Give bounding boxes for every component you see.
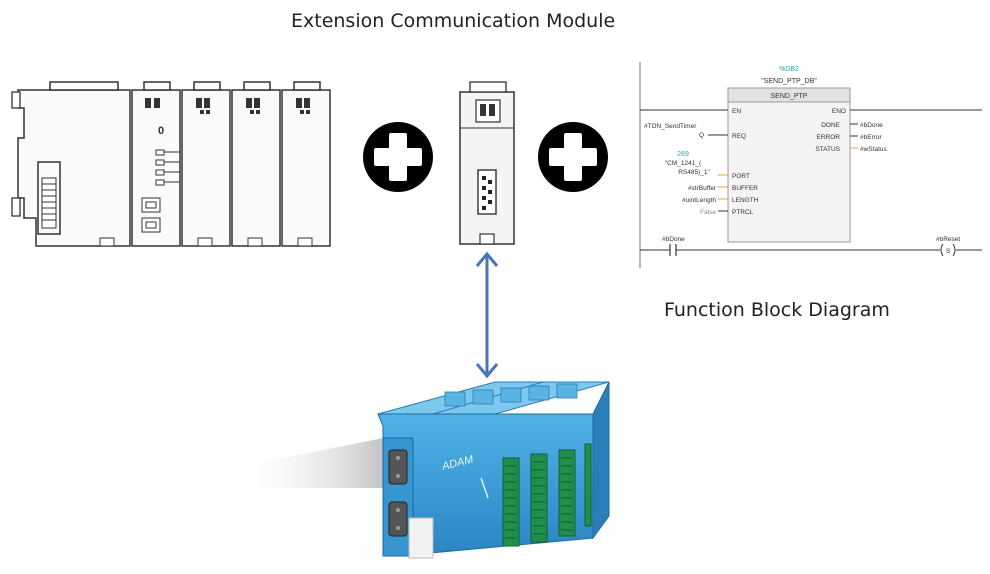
port-name-line2: RS485)_1" [678, 169, 710, 176]
en-pin: EN [732, 108, 741, 115]
port-pin: PORT [732, 173, 750, 180]
db-name: "SEND_PTP_DB" [761, 78, 817, 85]
extension-module-caption: Extension Communication Module [291, 10, 616, 32]
ptrcl-pin: PTRCL [732, 209, 754, 216]
status-pin: STATUS [815, 146, 840, 153]
req-source: #TON_SendTimer [644, 123, 697, 130]
plc-rack-illustration: 0 [11, 81, 331, 247]
done-output: #bDone [860, 122, 883, 129]
req-q: Q [699, 132, 704, 139]
coil-label: #bReset [936, 236, 960, 243]
length-source: #uintLength [682, 197, 716, 204]
length-pin: LENGTH [732, 197, 759, 204]
fbd-caption: Function Block Diagram [664, 299, 890, 321]
req-pin: REQ [732, 133, 746, 140]
plus-icon [363, 122, 433, 192]
double-arrow-icon [475, 251, 499, 379]
plus-icon [538, 122, 608, 192]
error-pin: ERROR [817, 134, 841, 141]
done-pin: DONE [821, 122, 840, 129]
svg-text:0: 0 [158, 125, 164, 137]
adam-io-device-illustration: ADAM [233, 381, 610, 559]
block-name: SEND_PTP [771, 93, 808, 100]
function-block-diagram: %DB2 "SEND_PTP_DB" SEND_PTP EN ENO #TON_… [639, 62, 982, 268]
port-value: 269 [677, 151, 689, 158]
eno-pin: ENO [832, 108, 846, 115]
communication-module-illustration [459, 81, 515, 245]
coil-symbol: S [946, 248, 951, 255]
error-output: #bError [860, 134, 883, 141]
buffer-pin: BUFFER [732, 185, 758, 192]
contact-label: #bDone [662, 236, 685, 243]
buffer-source: #strBuffer [688, 185, 717, 192]
port-name-line1: "CM_1241_( [665, 160, 702, 167]
db-number: %DB2 [779, 66, 799, 73]
status-output: #wStatus [860, 146, 887, 153]
ptrcl-source: False [700, 209, 716, 216]
